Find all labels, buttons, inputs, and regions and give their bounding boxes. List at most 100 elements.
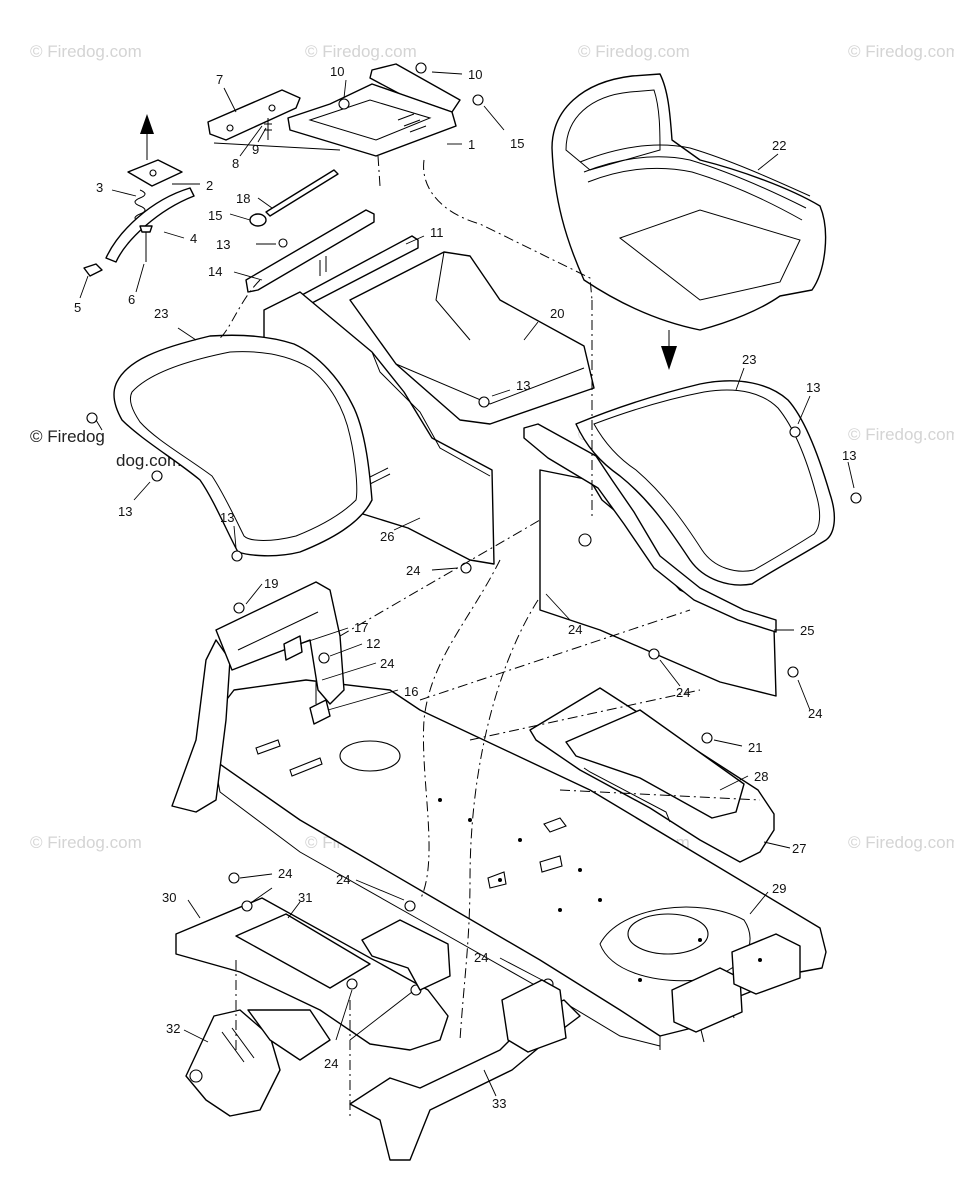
panel-fold bbox=[371, 351, 491, 477]
callout-24: 24 bbox=[808, 706, 822, 721]
frame-slot bbox=[543, 817, 567, 833]
bolt-head bbox=[578, 533, 592, 547]
callout-29: 29 bbox=[772, 881, 786, 896]
seat-latch-hardware bbox=[83, 89, 341, 277]
seat bbox=[551, 73, 827, 370]
bolt-head bbox=[231, 550, 243, 562]
callout-28: 28 bbox=[754, 769, 768, 784]
callout-10: 10 bbox=[468, 67, 482, 82]
plate-31 bbox=[235, 913, 371, 989]
callout-labels: 1 2 3 4 5 6 7 8 9 10 10 11 12 13 13 13 1… bbox=[74, 64, 856, 1111]
watermark: © Firedog.com bbox=[30, 42, 142, 61]
callout-31: 31 bbox=[298, 890, 312, 905]
seat-ribs bbox=[579, 144, 811, 197]
watermark: © Firedog.com bbox=[848, 42, 954, 61]
main-frame bbox=[171, 581, 827, 1050]
right-fender bbox=[575, 380, 836, 586]
fender-inner-edge bbox=[129, 351, 358, 541]
callout-13: 13 bbox=[516, 378, 530, 393]
bolt-head bbox=[404, 900, 416, 912]
plate-fold bbox=[237, 611, 319, 651]
small-bracket bbox=[283, 635, 303, 661]
callout-21: 21 bbox=[748, 740, 762, 755]
bolt-head bbox=[472, 94, 484, 106]
frame-cutout bbox=[627, 913, 709, 955]
bolt-head bbox=[338, 98, 350, 110]
callout-24: 24 bbox=[380, 656, 394, 671]
nut bbox=[83, 263, 103, 277]
left-fender-assembly bbox=[86, 291, 495, 574]
centerline bbox=[213, 142, 341, 151]
callout-15: 15 bbox=[510, 136, 524, 151]
bolt-head bbox=[701, 732, 713, 744]
watermark: © Firedog.com bbox=[848, 425, 954, 444]
callout-30: 30 bbox=[162, 890, 176, 905]
callout-24: 24 bbox=[278, 866, 292, 881]
hitch-bracket bbox=[361, 919, 451, 991]
watermark-dark: © Firedog bbox=[30, 427, 105, 446]
callout-16: 16 bbox=[404, 684, 418, 699]
panel-flange bbox=[523, 423, 777, 633]
axle-link bbox=[247, 1009, 331, 1061]
seat-mount-bracket bbox=[249, 62, 484, 227]
callout-13: 13 bbox=[118, 504, 132, 519]
callout-4: 4 bbox=[190, 231, 197, 246]
screw-head bbox=[139, 225, 153, 233]
bushing bbox=[318, 652, 330, 664]
bolt-head bbox=[850, 492, 862, 504]
frame-rear-plate bbox=[215, 581, 345, 705]
frame-side-wall bbox=[213, 759, 661, 1047]
bracket-hole bbox=[226, 124, 234, 132]
callout-17: 17 bbox=[354, 620, 368, 635]
frame-cutout bbox=[339, 740, 401, 772]
watermark: © Firedog.com bbox=[848, 833, 954, 852]
callout-23: 23 bbox=[154, 306, 168, 321]
frame-slot bbox=[539, 855, 563, 873]
bolt-head bbox=[346, 978, 358, 990]
guide-line bbox=[419, 609, 691, 701]
callout-3: 3 bbox=[96, 180, 103, 195]
bolt-head bbox=[228, 872, 240, 884]
bushing bbox=[189, 1069, 203, 1083]
pan-fold bbox=[395, 363, 585, 405]
leader-lines bbox=[79, 71, 855, 1097]
callout-12: 12 bbox=[366, 636, 380, 651]
bolt-head bbox=[233, 602, 245, 614]
pan-fold bbox=[435, 251, 471, 341]
seat-ribs bbox=[587, 167, 803, 221]
callout-13: 13 bbox=[806, 380, 820, 395]
right-fender-assembly bbox=[523, 380, 862, 697]
bolt-head bbox=[86, 412, 98, 424]
seat-pan bbox=[349, 251, 595, 425]
callout-24: 24 bbox=[474, 950, 488, 965]
callout-24: 24 bbox=[568, 622, 582, 637]
callout-8: 8 bbox=[232, 156, 239, 171]
arrow-down-icon bbox=[661, 346, 677, 370]
callout-5: 5 bbox=[74, 300, 81, 315]
frame-rivets bbox=[438, 798, 762, 982]
pivot-teeth bbox=[221, 1027, 255, 1063]
assembly-guides bbox=[219, 155, 761, 1120]
callout-24: 24 bbox=[676, 685, 690, 700]
tray-28 bbox=[565, 709, 745, 819]
bolt-head bbox=[278, 238, 288, 248]
callout-15: 15 bbox=[208, 208, 222, 223]
seat-ribs bbox=[583, 156, 807, 209]
battery-tray bbox=[529, 687, 775, 863]
spring bbox=[134, 189, 146, 223]
bolt-head bbox=[415, 62, 427, 74]
guide-line bbox=[377, 155, 381, 187]
callout-1: 1 bbox=[468, 137, 475, 152]
pivot-rod bbox=[265, 169, 339, 217]
guide-line bbox=[219, 279, 261, 339]
callout-6: 6 bbox=[128, 292, 135, 307]
callout-20: 20 bbox=[550, 306, 564, 321]
frame-upright bbox=[171, 639, 231, 813]
callout-13: 13 bbox=[842, 448, 856, 463]
callout-11: 11 bbox=[430, 225, 444, 240]
latch-bracket bbox=[207, 89, 301, 141]
callout-26: 26 bbox=[380, 529, 394, 544]
watermark: © Firedog.com bbox=[578, 42, 690, 61]
rear-bracket bbox=[245, 209, 375, 293]
